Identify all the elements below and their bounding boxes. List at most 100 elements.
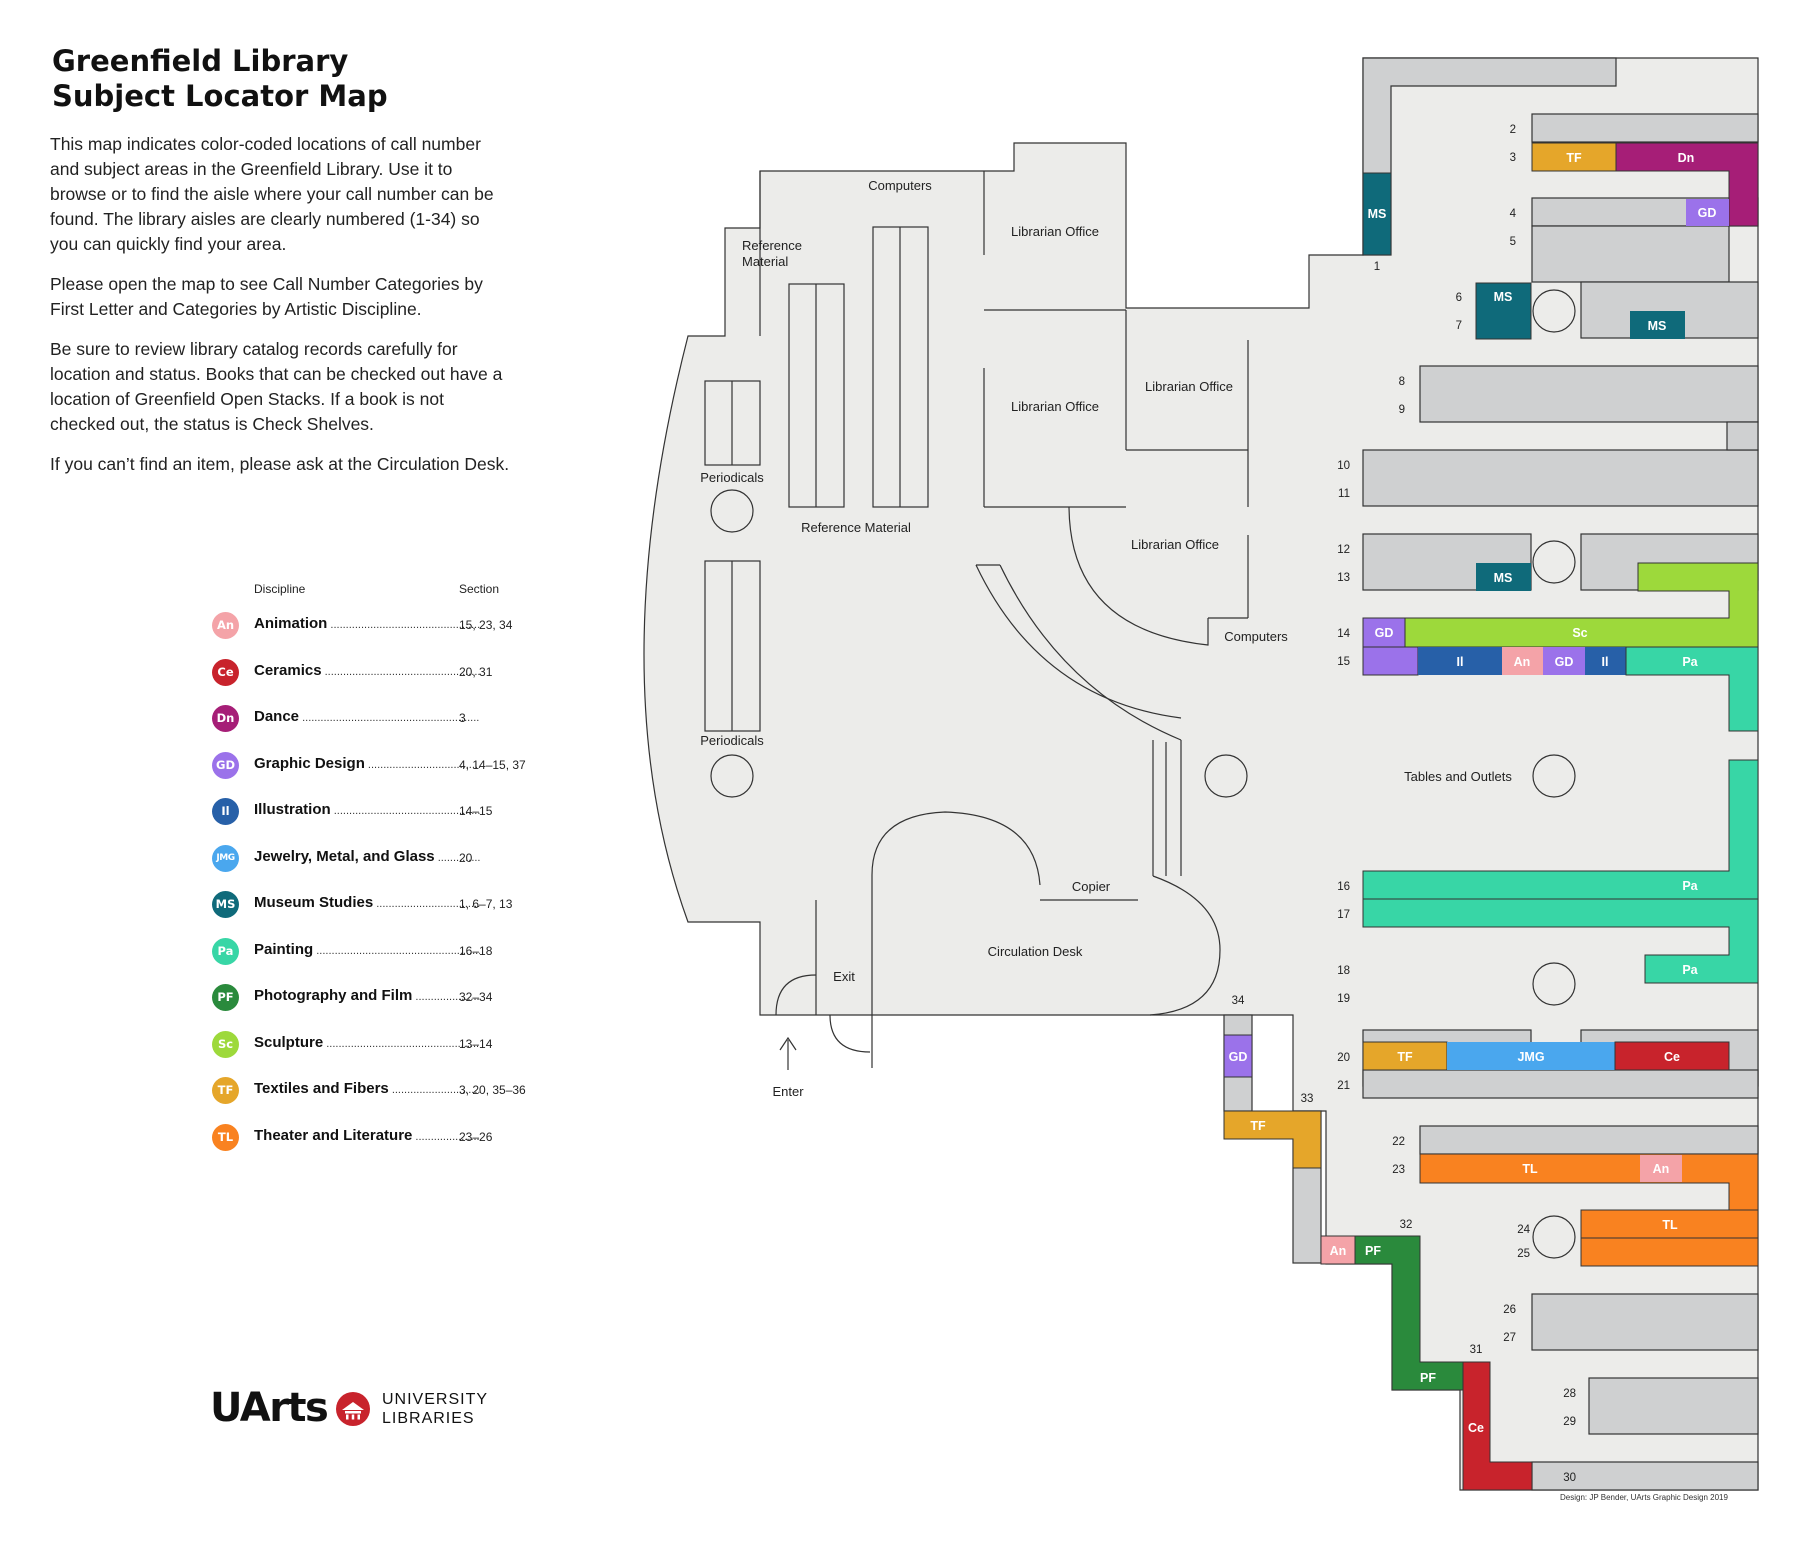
logo-line-2: LIBRARIES — [382, 1410, 475, 1427]
legend-sections: 3, 20, 35–36 — [459, 1083, 526, 1097]
ce-block-31 — [1462, 1361, 1533, 1491]
interior-walls — [759, 171, 1249, 1070]
legend-sections: 20, 31 — [459, 664, 493, 679]
legend-item-ce: CeCeramics20, 31 — [212, 651, 572, 698]
aisle-23-an-label: An — [1653, 1162, 1670, 1176]
aisle-number-27: 27 — [1503, 1332, 1516, 1344]
aisle-20-jmg-label: JMG — [1517, 1050, 1544, 1064]
aisle-15-il-b-label: Il — [1602, 655, 1609, 669]
aisle-23-tl-label: TL — [1522, 1162, 1538, 1176]
aisle-number-14: 14 — [1337, 628, 1350, 640]
room-labels: Computers Reference Material Librarian O… — [700, 178, 1512, 1099]
tf-block-33 — [1223, 1110, 1322, 1169]
aisle-number-21: 21 — [1337, 1080, 1350, 1092]
aisle-13-ms-label: MS — [1494, 571, 1513, 585]
aisle-number-34: 34 — [1232, 995, 1245, 1007]
legend-item-sc: ScSculpture13–14 — [212, 1023, 572, 1070]
legend-name: Theater and Literature — [254, 1127, 480, 1144]
legend-name: Illustration — [254, 801, 480, 818]
aisle-number-15: 15 — [1337, 656, 1350, 668]
legend-item-an: AnAnimation15, 23, 34 — [212, 604, 572, 651]
aisle-15-an — [1502, 647, 1543, 675]
aisle-number-11: 11 — [1338, 488, 1350, 500]
legend-sections: 14–15 — [459, 804, 493, 818]
aisle-15-il-label: Il — [1457, 655, 1464, 669]
aisle-34-gd — [1223, 1034, 1253, 1078]
label-computers-right: Computers — [1224, 629, 1288, 644]
aisle-number-33: 33 — [1301, 1093, 1314, 1105]
aisle-32-an — [1320, 1235, 1356, 1265]
legend-badge-tf-icon: TF — [212, 1077, 239, 1104]
aisle-number-24: 24 — [1517, 1224, 1530, 1236]
legend-badge-gd-icon: GD — [212, 751, 239, 779]
logo-wordmark: UArts — [210, 1385, 329, 1431]
legend-badge-dn-icon: Dn — [212, 705, 239, 732]
aisle-20-tf — [1362, 1041, 1448, 1071]
label-circulation-desk: Circulation Desk — [988, 944, 1083, 959]
label-periodicals-2: Periodicals — [700, 733, 764, 748]
aisle-number-8: 8 — [1399, 376, 1405, 388]
aisle-15-il-a — [1418, 647, 1502, 675]
round-tables — [710, 289, 1576, 1259]
logo-libraries-text: UNIVERSITY LIBRARIES — [382, 1390, 488, 1428]
legend-sections: 1, 6–7, 13 — [459, 897, 513, 911]
aisle-16-pa-label: Pa — [1682, 879, 1698, 893]
aisle-14-gd-label: GD — [1375, 626, 1394, 640]
legend-name: Photography and Film — [254, 987, 480, 1004]
aisle-1-ms-label: MS — [1368, 207, 1387, 221]
legend-name: Jewelry, Metal, and Glass — [254, 848, 480, 865]
label-copier: Copier — [1072, 879, 1111, 894]
label-librarian-office-1: Librarian Office — [1011, 224, 1099, 239]
aisle-number-18: 18 — [1337, 965, 1350, 977]
legend-header: Discipline Section — [212, 580, 572, 604]
aisle-number-26: 26 — [1503, 1304, 1516, 1316]
legend-badge-ms-icon: MS — [212, 891, 239, 918]
legend-badge-il-icon: Il — [212, 798, 239, 825]
aisle-7-ms — [1630, 311, 1685, 339]
aisle-15-gd-label: GD — [1555, 655, 1574, 669]
aisle-20-tf-label: TF — [1397, 1050, 1413, 1064]
aisle-20-ce-label: Ce — [1664, 1050, 1680, 1064]
aisle-15-gd-a — [1362, 646, 1419, 676]
aisle-15-gd-b — [1543, 647, 1585, 675]
aisle-34-gd-label: GD — [1229, 1050, 1248, 1064]
aisle-15-pa-label: Pa — [1682, 655, 1698, 669]
legend-badge-sc-icon: Sc — [212, 1030, 239, 1058]
legend-name: Painting — [254, 941, 480, 958]
label-librarian-office-2: Librarian Office — [1011, 399, 1099, 414]
aisle-4-gd — [1686, 199, 1729, 226]
legend-header-section: Section — [459, 582, 500, 596]
logo-line-1: UNIVERSITY — [382, 1391, 489, 1408]
logo-seal-icon — [336, 1392, 370, 1426]
label-computers-top: Computers — [868, 178, 932, 193]
aisle-number-6: 6 — [1456, 292, 1462, 304]
aisle-31-ce-label: Ce — [1468, 1421, 1484, 1435]
design-credit: Design: JP Bender, UArts Graphic Design … — [1560, 1493, 1728, 1502]
aisle-number-10: 10 — [1337, 460, 1350, 472]
aisle-14-sc-label: Sc — [1572, 626, 1587, 640]
aisle-number-7: 7 — [1456, 320, 1462, 332]
legend-header-discipline: Discipline — [254, 582, 306, 596]
aisle-18-pa-label: Pa — [1682, 963, 1698, 977]
legend-sections: 15, 23, 34 — [459, 618, 513, 632]
aisle-32-pf-label: PF — [1365, 1244, 1381, 1258]
aisle-number-9: 9 — [1399, 404, 1405, 416]
aisle-number-17: 17 — [1337, 909, 1350, 921]
title-line-1: Greenfield Library — [52, 44, 349, 78]
label-reference-material: Reference Material — [801, 520, 911, 535]
legend-badge-ce-icon: Ce — [212, 658, 239, 686]
aisle-number-4: 4 — [1510, 208, 1517, 220]
aisle-number-16: 16 — [1337, 881, 1350, 893]
aisle-number-19: 19 — [1337, 993, 1350, 1005]
aisle-number-31: 31 — [1470, 1344, 1483, 1356]
intro-paragraph-2: Please open the map to see Call Number C… — [50, 274, 483, 319]
aisle-3-tf-label: TF — [1566, 151, 1582, 165]
label-reference-1: Reference — [742, 238, 802, 253]
aisle-number-2: 2 — [1510, 124, 1516, 136]
legend-name: Animation — [254, 615, 480, 632]
label-reference-2: Material — [742, 254, 788, 269]
aisle-3-dn-label: Dn — [1678, 151, 1695, 165]
